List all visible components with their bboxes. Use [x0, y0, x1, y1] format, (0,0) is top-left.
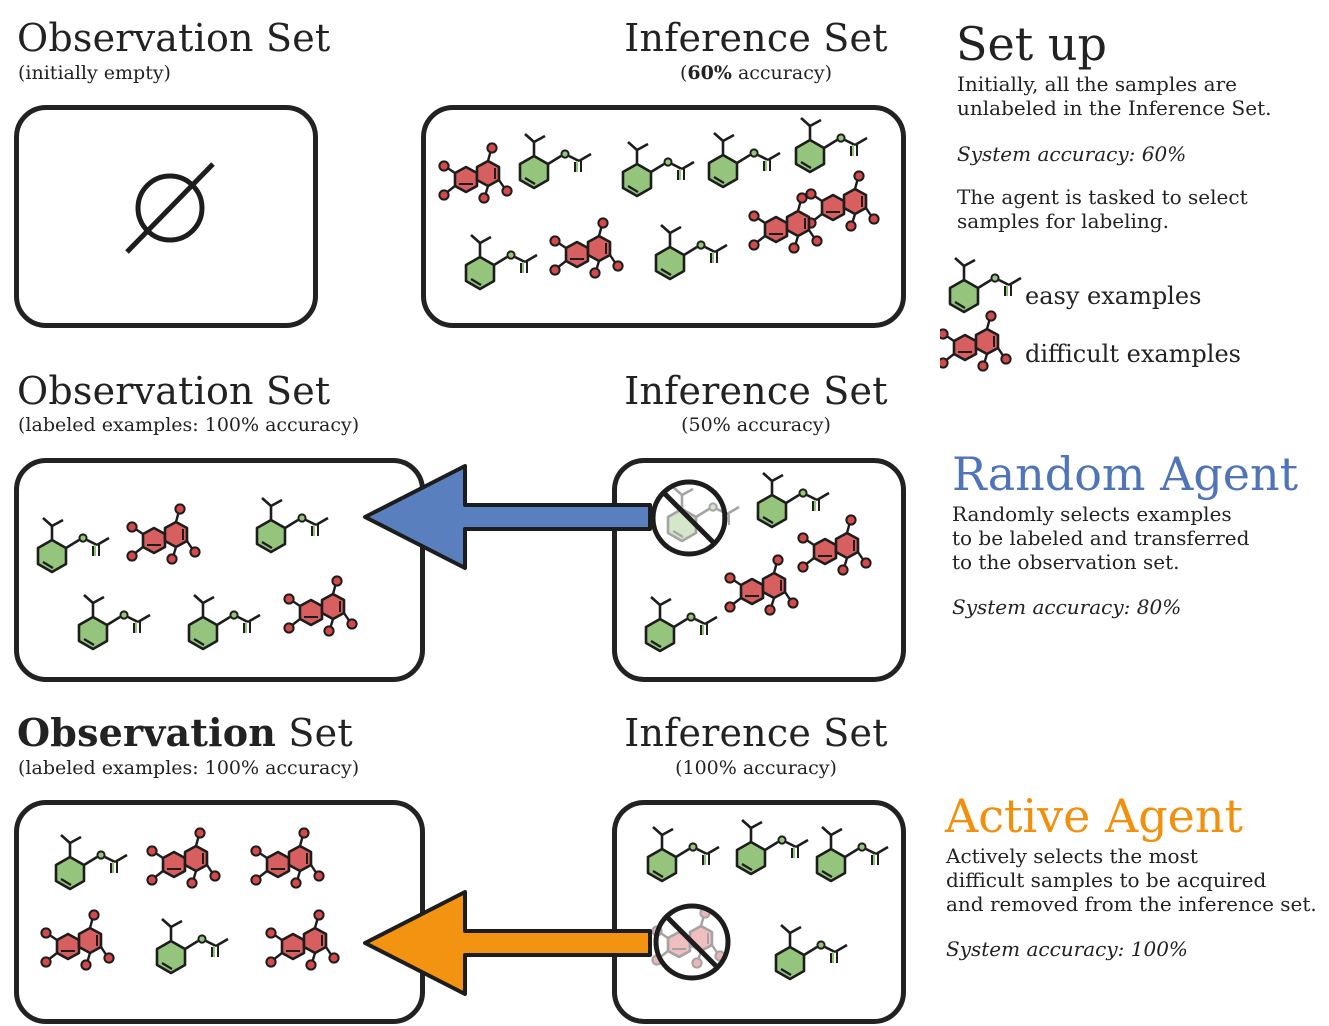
row3-observation-box [14, 800, 425, 1024]
difficult-molecule-icon [250, 827, 325, 889]
row3-inference-box [612, 800, 906, 1024]
active-transfer-arrow [363, 890, 652, 996]
easy-molecule-icon [54, 833, 129, 891]
row3-observation-title: Observation Set [17, 710, 353, 755]
row2-inference-box [612, 458, 906, 682]
active-agent-line2: difficult samples to be acquired [946, 868, 1267, 892]
removed-sample-icon [651, 903, 731, 981]
random-agent-line3: to the observation set. [952, 550, 1180, 574]
difficult-molecule-icon [146, 827, 221, 889]
row1-observation-box [14, 105, 318, 328]
active-agent-title: Active Agent [945, 789, 1244, 843]
difficult-molecule-icon [283, 575, 358, 637]
difficult-molecule-icon [438, 142, 513, 204]
row1-inference-subtitle: (60% accuracy) [679, 62, 832, 84]
difficult-molecule-icon [265, 909, 340, 971]
row1-inference-box [421, 105, 906, 328]
difficult-molecule-icon [805, 170, 880, 232]
row2-inference-subtitle: (50% accuracy) [681, 414, 831, 436]
easy-molecule-icon [36, 516, 111, 574]
row1-observation-subtitle: (initially empty) [18, 62, 171, 84]
removed-sample-icon [650, 479, 741, 557]
easy-molecule-icon [255, 496, 330, 554]
row1-inference-title: Inference Set [624, 16, 888, 60]
row3-observation-subtitle: (labeled examples: 100% accuracy) [18, 757, 360, 779]
legend-difficult-label: difficult examples [1025, 340, 1241, 368]
setup-line3: The agent is tasked to select [957, 185, 1248, 209]
easy-molecule-icon [464, 233, 539, 291]
legend-icons [940, 256, 1023, 372]
setup-line1: Initially, all the samples are [957, 72, 1237, 96]
empty-set-icon [125, 162, 215, 254]
easy-molecule-icon [707, 131, 782, 189]
row2-inference-title: Inference Set [624, 369, 888, 413]
active-agent-accuracy: System accuracy: 100% [946, 937, 1188, 961]
random-transfer-arrow [363, 464, 652, 570]
random-agent-title: Random Agent [952, 447, 1299, 501]
row2-observation-subtitle: (labeled examples: 100% accuracy) [18, 414, 360, 436]
easy-molecule-icon [77, 593, 152, 651]
row3-inference-title: Inference Set [624, 711, 888, 755]
easy-molecule-icon [815, 825, 890, 883]
active-agent-line3: and removed from the inference set. [946, 892, 1317, 916]
setup-title: Set up [956, 17, 1107, 71]
easy-molecule-icon [518, 132, 593, 190]
row3-inference-subtitle: (100% accuracy) [675, 757, 837, 779]
difficult-molecule-icon [126, 503, 201, 565]
difficult-molecule-icon [40, 909, 115, 971]
random-agent-line1: Randomly selects examples [952, 502, 1232, 526]
row1-observation-title: Observation Set [17, 16, 331, 60]
legend-easy-label: easy examples [1025, 282, 1202, 310]
easy-molecule-icon [774, 923, 849, 981]
easy-molecule-icon [735, 818, 810, 876]
easy-molecule-icon [155, 917, 230, 975]
easy-molecule-icon [646, 825, 721, 883]
easy-molecule-icon [644, 595, 719, 653]
row2-observation-box [14, 458, 425, 682]
easy-molecule-icon [621, 140, 696, 198]
difficult-molecule-icon [724, 554, 799, 616]
setup-line2: unlabeled in the Inference Set. [957, 96, 1272, 120]
difficult-molecule-icon [797, 514, 872, 576]
easy-molecule-icon [187, 593, 262, 651]
active-agent-line1: Actively selects the most [946, 844, 1198, 868]
row3-inference-molecules [646, 818, 890, 981]
difficult-molecule-icon [940, 310, 1012, 372]
easy-molecule-icon [948, 256, 1023, 314]
random-agent-line2: to be labeled and transferred [952, 526, 1250, 550]
random-agent-accuracy: System accuracy: 80% [952, 595, 1182, 619]
difficult-molecule-icon [549, 217, 624, 279]
easy-molecule-icon [756, 471, 831, 529]
accuracy-value: 60% [687, 62, 732, 84]
easy-molecule-icon [654, 223, 729, 281]
setup-line4: samples for labeling. [957, 209, 1169, 233]
row2-inference-molecules [644, 471, 872, 653]
row1-inference-molecules [438, 116, 880, 291]
easy-molecule-icon [794, 116, 869, 174]
setup-accuracy: System accuracy: 60% [957, 142, 1187, 166]
row2-observation-title: Observation Set [17, 369, 331, 413]
